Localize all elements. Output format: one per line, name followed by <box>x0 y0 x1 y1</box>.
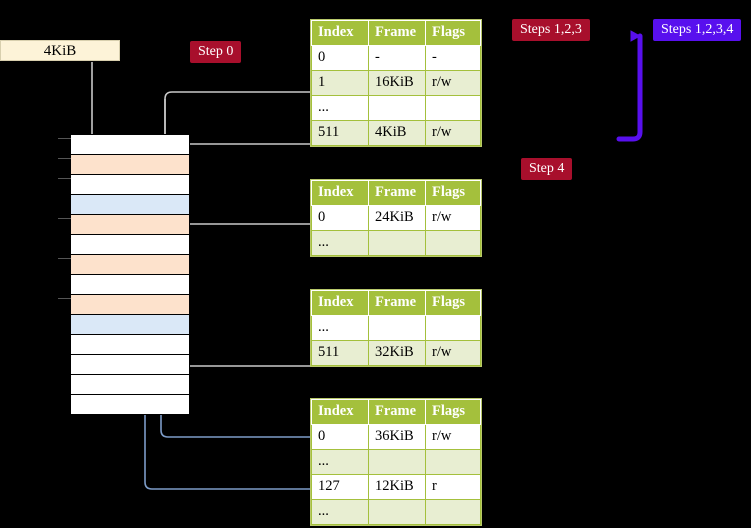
cell-index: ... <box>311 499 369 525</box>
memory-frame-row <box>70 154 190 175</box>
column-header-flags: Flags <box>425 399 481 425</box>
cell-frame <box>368 230 426 256</box>
memory-frame-row <box>70 134 190 155</box>
cell-frame <box>368 315 426 341</box>
badge-step-4: Step 4 <box>521 158 573 180</box>
cell-frame <box>368 449 426 475</box>
column-header-flags: Flags <box>425 20 481 46</box>
cell-flags: r/w <box>425 340 481 366</box>
badge-steps-123: Steps 1,2,3 <box>512 19 590 41</box>
cell-index: ... <box>311 449 369 475</box>
memory-frame-row <box>70 174 190 195</box>
cell-flags <box>425 315 481 341</box>
cell-index: 0 <box>311 424 369 450</box>
cell-index: 511 <box>311 340 369 366</box>
memory-frame-row <box>70 194 190 215</box>
cell-frame: 32KiB <box>368 340 426 366</box>
cell-index: 127 <box>311 474 369 500</box>
column-header-index: Index <box>311 20 369 46</box>
table-row[interactable]: ... <box>311 230 481 256</box>
cell-index: ... <box>311 95 369 121</box>
frame-size-label: 4KiB <box>0 40 120 61</box>
memory-frame-row <box>70 374 190 395</box>
memory-frame-row <box>70 314 190 335</box>
cell-flags: - <box>425 45 481 71</box>
cell-index: 0 <box>311 205 369 231</box>
column-header-frame: Frame <box>368 20 426 46</box>
column-header-flags: Flags <box>425 290 481 316</box>
table-row[interactable]: ... <box>311 449 481 475</box>
cell-flags <box>425 95 481 121</box>
column-header-index: Index <box>311 290 369 316</box>
column-header-index: Index <box>311 399 369 425</box>
wire-steps-bracket <box>616 30 643 142</box>
table-row[interactable]: ... <box>311 499 481 525</box>
cell-flags: r <box>425 474 481 500</box>
cell-index: ... <box>311 315 369 341</box>
badge-steps-1234: Steps 1,2,3,4 <box>653 19 742 41</box>
wire-l3-to-memory <box>171 305 313 367</box>
memory-frame-row <box>70 394 190 415</box>
column-header-frame: Frame <box>368 399 426 425</box>
cell-flags <box>425 499 481 525</box>
column-header-frame: Frame <box>368 290 426 316</box>
cell-frame <box>368 499 426 525</box>
physical-memory-column <box>70 134 190 416</box>
cell-frame: 4KiB <box>368 120 426 146</box>
memory-frame-row <box>70 214 190 235</box>
cell-flags <box>425 230 481 256</box>
column-header-frame: Frame <box>368 180 426 206</box>
memory-frame-row <box>70 334 190 355</box>
cell-flags: r/w <box>425 120 481 146</box>
cell-index: 0 <box>311 45 369 71</box>
cell-frame: 12KiB <box>368 474 426 500</box>
memory-frame-row <box>70 274 190 295</box>
table-row[interactable]: 0-- <box>311 45 481 71</box>
cell-frame: 36KiB <box>368 424 426 450</box>
cell-index: 1 <box>311 70 369 96</box>
table-row[interactable]: ... <box>311 95 481 121</box>
cell-index: ... <box>311 230 369 256</box>
column-header-index: Index <box>311 180 369 206</box>
wire-l2-to-memory <box>171 191 313 259</box>
cell-frame: 16KiB <box>368 70 426 96</box>
cell-flags: r/w <box>425 424 481 450</box>
cell-index: 511 <box>311 120 369 146</box>
cell-frame <box>368 95 426 121</box>
cell-flags: r/w <box>425 205 481 231</box>
badge-step-0: Step 0 <box>190 41 242 63</box>
memory-frame-row <box>70 234 190 255</box>
memory-frame-row <box>70 354 190 375</box>
memory-frame-row <box>70 294 190 315</box>
table-row[interactable]: ... <box>311 315 481 341</box>
cell-flags: r/w <box>425 70 481 96</box>
memory-frame-row <box>70 254 190 275</box>
column-header-flags: Flags <box>425 180 481 206</box>
cell-frame: 24KiB <box>368 205 426 231</box>
cell-flags <box>425 449 481 475</box>
cell-frame: - <box>368 45 426 71</box>
